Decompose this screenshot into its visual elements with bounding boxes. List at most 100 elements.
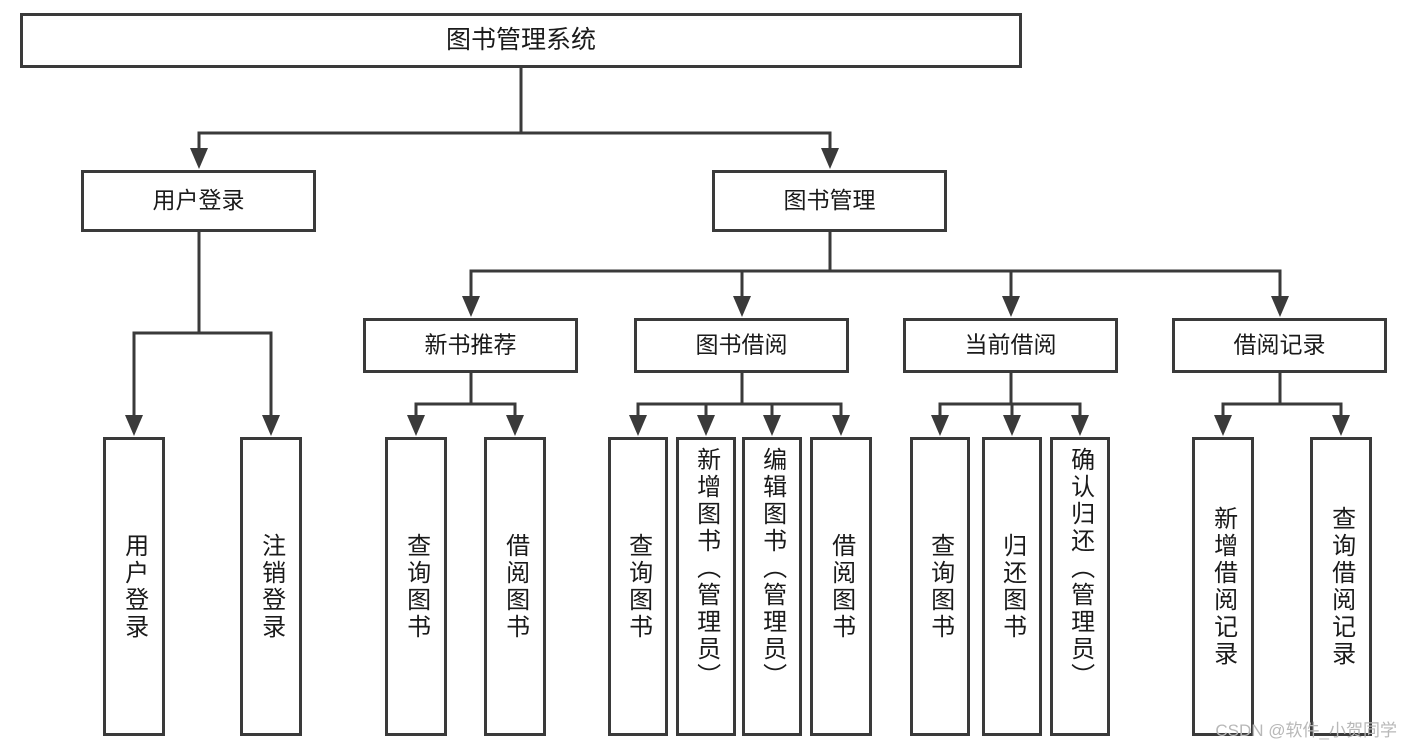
connector-line — [414, 373, 473, 422]
connector-line — [636, 373, 744, 422]
connector-line — [469, 232, 832, 303]
arrow-head-icon — [1214, 415, 1232, 436]
connector-edge-root-to-book-manage — [519, 68, 839, 169]
node-leaf-borrow-book-2[interactable] — [810, 437, 872, 736]
arrow-head-icon — [1003, 415, 1021, 436]
node-leaf-add-book[interactable] — [676, 437, 736, 736]
arrow-head-icon — [407, 415, 425, 436]
arrow-head-icon — [1332, 415, 1350, 436]
node-label: 新书推荐 — [425, 332, 517, 358]
node-root[interactable]: 图书管理系统 — [20, 13, 1022, 68]
node-leaf-borrow-book-1[interactable] — [484, 437, 546, 736]
connector-edge-book-manage-to-new-book-recommend — [462, 232, 832, 317]
node-leaf-query-book-2[interactable] — [608, 437, 668, 736]
connector-edge-book-manage-to-current-borrow — [828, 232, 1020, 317]
node-box[interactable] — [1310, 437, 1372, 736]
connector-line — [1278, 373, 1343, 422]
node-box[interactable] — [1192, 437, 1254, 736]
node-box[interactable] — [982, 437, 1042, 736]
node-leaf-logout[interactable] — [240, 437, 302, 736]
arrow-head-icon — [733, 296, 751, 317]
connector-edge-user-login-to-leaf-user-login — [125, 232, 201, 436]
node-label: 图书借阅 — [696, 332, 788, 358]
connector-line — [828, 232, 1282, 303]
node-label: 图书管理 — [784, 187, 876, 213]
node-leaf-query-record[interactable] — [1310, 437, 1372, 736]
arrow-head-icon — [506, 415, 524, 436]
connector-line — [704, 373, 744, 422]
node-book-borrow[interactable]: 图书借阅 — [634, 318, 849, 373]
connector-line — [519, 68, 832, 155]
connector-edge-new-book-recommend-to-leaf-borrow-book-1 — [469, 373, 524, 436]
connector-edge-borrow-record-to-leaf-add-record — [1214, 373, 1282, 436]
node-leaf-query-book-1[interactable] — [385, 437, 447, 736]
node-box[interactable] — [1172, 318, 1387, 373]
connector-edge-book-manage-to-book-borrow — [733, 232, 832, 317]
arrow-head-icon — [821, 148, 839, 169]
arrow-head-icon — [262, 415, 280, 436]
connector-line — [938, 373, 1013, 422]
node-user-login[interactable]: 用户登录 — [81, 170, 316, 232]
connector-edge-current-borrow-to-leaf-confirm-return — [1009, 373, 1089, 436]
node-box[interactable] — [484, 437, 546, 736]
arrow-head-icon — [629, 415, 647, 436]
node-label: 图书管理系统 — [446, 26, 596, 54]
edges-layer — [125, 68, 1350, 436]
connector-edge-borrow-record-to-leaf-query-record — [1278, 373, 1350, 436]
connector-line — [828, 232, 1013, 303]
node-leaf-confirm-return[interactable] — [1050, 437, 1110, 736]
connector-line — [740, 373, 774, 422]
node-box[interactable] — [742, 437, 802, 736]
arrow-head-icon — [125, 415, 143, 436]
connector-edge-book-borrow-to-leaf-borrow-book-2 — [740, 373, 850, 436]
node-label: 当前借阅 — [965, 332, 1057, 358]
connector-line — [469, 373, 517, 422]
node-box[interactable] — [20, 13, 1022, 68]
arrow-head-icon — [832, 415, 850, 436]
node-box[interactable] — [676, 437, 736, 736]
connector-line — [740, 373, 843, 422]
node-leaf-add-record[interactable] — [1192, 437, 1254, 736]
arrow-head-icon — [190, 148, 208, 169]
connector-edge-current-borrow-to-leaf-query-book-3 — [931, 373, 1013, 436]
connector-edge-user-login-to-leaf-logout — [197, 232, 280, 436]
arrow-head-icon — [1071, 415, 1089, 436]
arrow-head-icon — [1271, 296, 1289, 317]
node-current-borrow[interactable]: 当前借阅 — [903, 318, 1118, 373]
node-box[interactable] — [363, 318, 578, 373]
node-box[interactable] — [1050, 437, 1110, 736]
connector-line — [740, 232, 832, 303]
node-leaf-query-book-3[interactable] — [910, 437, 970, 736]
node-box[interactable] — [634, 318, 849, 373]
node-box[interactable] — [103, 437, 165, 736]
connector-edge-new-book-recommend-to-leaf-query-book-1 — [407, 373, 473, 436]
connector-line — [197, 68, 523, 155]
node-box[interactable] — [608, 437, 668, 736]
node-box[interactable] — [910, 437, 970, 736]
connector-line — [132, 232, 201, 422]
node-label: 借阅记录 — [1234, 332, 1326, 358]
node-box[interactable] — [712, 170, 947, 232]
node-borrow-record[interactable]: 借阅记录 — [1172, 318, 1387, 373]
arrow-head-icon — [1002, 296, 1020, 317]
node-leaf-edit-book[interactable] — [742, 437, 802, 736]
node-label: 用户登录 — [153, 187, 245, 213]
node-box[interactable] — [385, 437, 447, 736]
node-new-book-recommend[interactable]: 新书推荐 — [363, 318, 578, 373]
node-leaf-user-login[interactable] — [103, 437, 165, 736]
arrow-head-icon — [462, 296, 480, 317]
connector-edge-book-manage-to-borrow-record — [828, 232, 1289, 317]
connector-edge-root-to-user-login — [190, 68, 523, 169]
node-box[interactable] — [903, 318, 1118, 373]
connector-line — [1221, 373, 1282, 422]
node-book-manage[interactable]: 图书管理 — [712, 170, 947, 232]
arrow-head-icon — [763, 415, 781, 436]
node-box[interactable] — [810, 437, 872, 736]
node-leaf-return-book[interactable] — [982, 437, 1042, 736]
node-box[interactable] — [240, 437, 302, 736]
node-box[interactable] — [81, 170, 316, 232]
connector-line — [1009, 373, 1082, 422]
